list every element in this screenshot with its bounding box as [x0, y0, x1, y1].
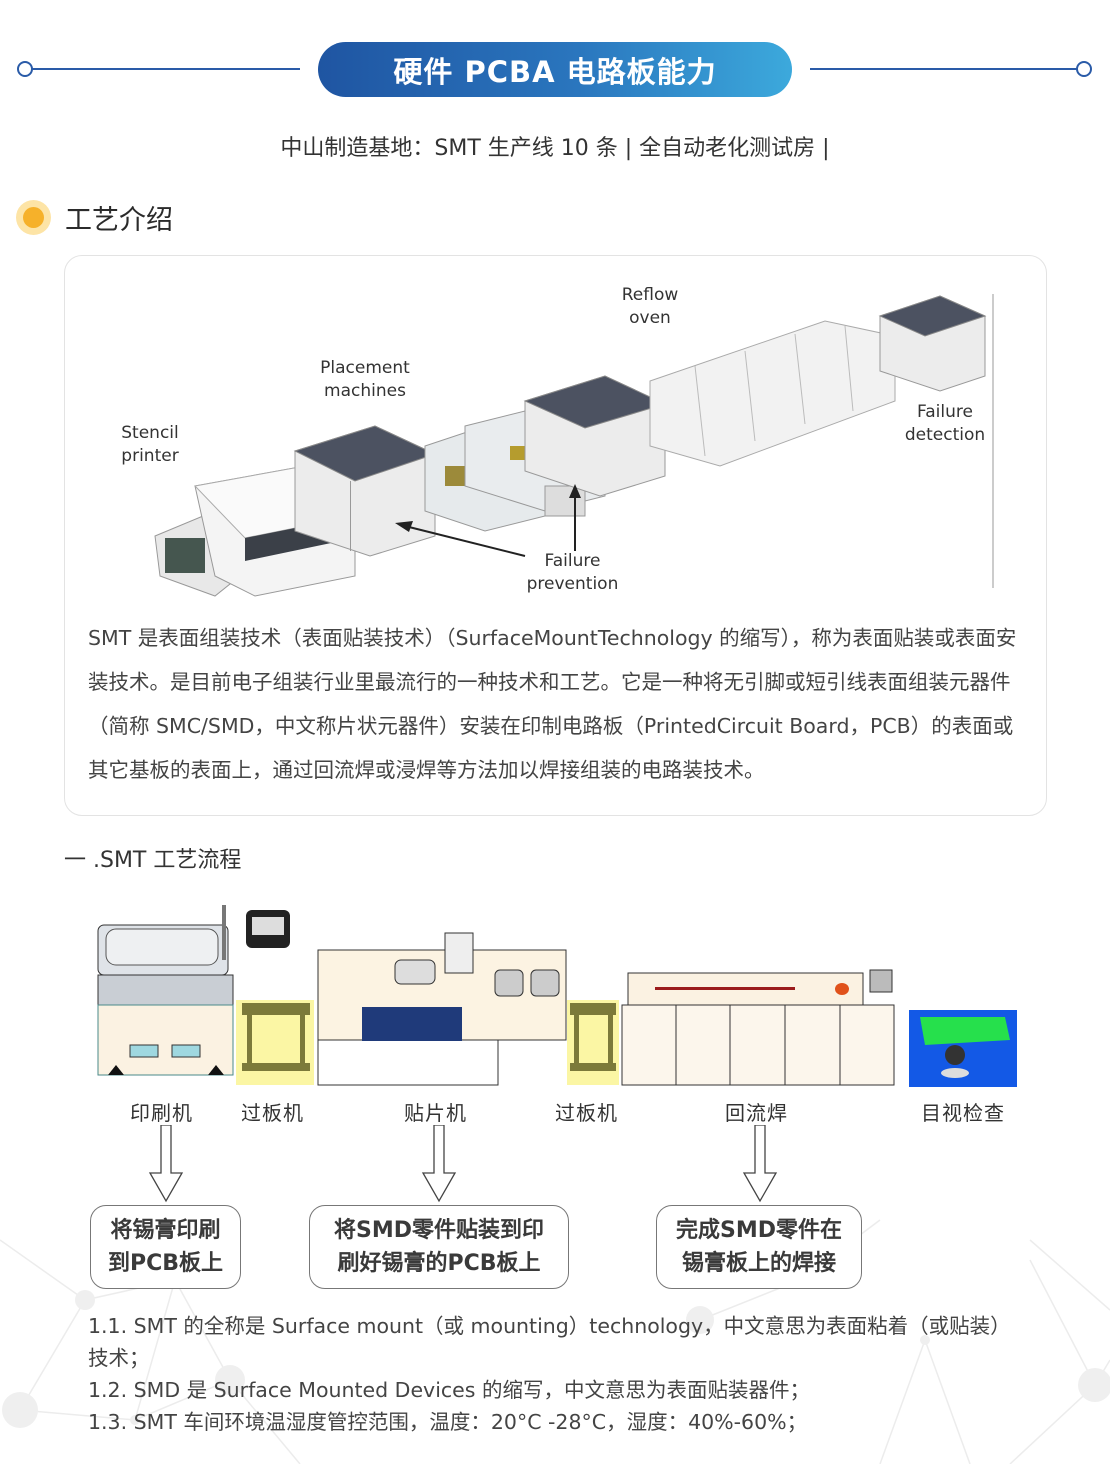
smt-process-machines-illustration: [97, 905, 1017, 1087]
printer-machine-icon: [97, 905, 290, 1076]
header-dot-left-icon: [17, 61, 33, 77]
header-line-left: [26, 68, 300, 70]
machine-label-conveyor-2: 过板机: [555, 1101, 618, 1125]
bullet-dot-icon: [16, 200, 51, 235]
step-text-line: 到PCB板上: [107, 1251, 224, 1276]
page-subtitle: 中山制造基地：SMT 生产线 10 条 | 全自动老化测试房 |: [280, 136, 830, 161]
note-item: 1.1. SMT 的全称是 Surface mount（或 mounting）t…: [88, 1314, 1011, 1370]
flow-section-title: 一 .SMT 工艺流程: [64, 848, 242, 873]
conveyor-1-icon: [236, 1000, 314, 1085]
note-item: 1.2. SMD 是 Surface Mounted Devices 的缩写，中…: [88, 1378, 810, 1402]
machine-label-reflow: 回流焊: [725, 1101, 788, 1125]
page-title: 硬件 PCBA 电路板能力: [318, 42, 792, 97]
visual-inspection-icon: [909, 1010, 1017, 1087]
intro-paragraph: SMT 是表面组装技术（表面贴装技术）（SurfaceMountTechnolo…: [88, 626, 1017, 782]
header-dot-right-icon: [1076, 61, 1092, 77]
inspection-machine: [878, 295, 987, 392]
placement-machine-1: [293, 425, 437, 557]
machine-label-conveyor-1: 过板机: [241, 1101, 304, 1125]
machine-label-inspection: 目视检查: [921, 1101, 1005, 1125]
smt-process-flow: 印刷机 过板机 贴片机 过板机 回流焊 目视检查 将锡膏印刷到PCB板上 将SM…: [80, 895, 1030, 1295]
step-box-placement: 将SMD零件贴装到印刷好锡膏的PCB板上: [309, 1205, 569, 1289]
step-text-line: 完成SMD零件在: [676, 1218, 842, 1243]
section-title: 工艺介绍: [65, 205, 173, 236]
step-text-line: 将锡膏印刷: [110, 1218, 221, 1243]
network-background-decoration: [0, 1219, 1110, 1464]
step-text-line: 锡膏板上的焊接: [681, 1251, 836, 1276]
step-text-line: 刷好锡膏的PCB板上: [337, 1251, 541, 1276]
note-item: 1.3. SMT 车间环境温湿度管控范围，温度：20°C -28°C，湿度：40…: [88, 1410, 808, 1434]
page-header: 硬件 PCBA 电路板能力: [0, 40, 1110, 98]
reflow-oven: [649, 320, 896, 467]
machine-label-placement: 贴片机: [404, 1101, 467, 1125]
notes-list: 1.1. SMT 的全称是 Surface mount（或 mounting）t…: [88, 1310, 1028, 1438]
down-arrow-icon: [742, 1125, 778, 1203]
down-arrow-icon: [148, 1125, 184, 1203]
section-heading-intro: 工艺介绍: [16, 198, 173, 237]
placement-machine-icon: [317, 932, 567, 1086]
step-box-printing: 将锡膏印刷到PCB板上: [90, 1205, 241, 1289]
down-arrow-icon: [421, 1125, 457, 1203]
header-line-right: [810, 68, 1078, 70]
machine-label-printer: 印刷机: [130, 1101, 193, 1125]
placement-machine-2: [523, 375, 667, 497]
smt-line-illustration: [154, 294, 994, 597]
reflow-oven-icon: [621, 969, 895, 1086]
step-text-line: 将SMD零件贴装到印: [334, 1218, 544, 1243]
step-box-reflow: 完成SMD零件在锡膏板上的焊接: [656, 1205, 862, 1289]
conveyor-2-icon: [567, 1000, 619, 1085]
